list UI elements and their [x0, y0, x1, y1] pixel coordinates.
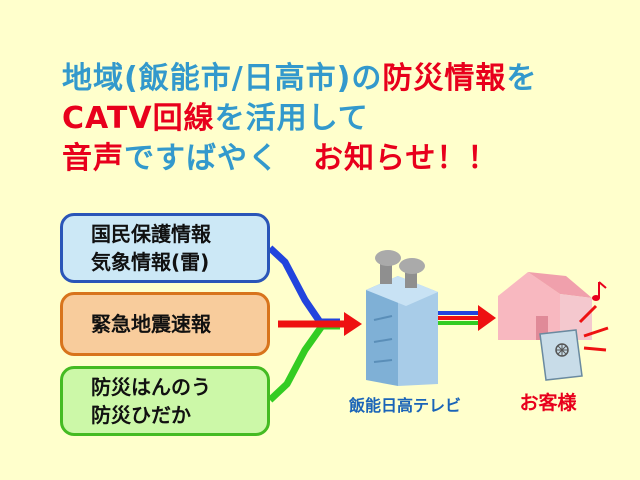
source-line: 防災はんのう	[91, 375, 211, 399]
sound-waves-icon	[578, 304, 609, 352]
headline-catv: CATV回線	[62, 101, 215, 136]
green-arrow	[267, 322, 340, 403]
headline-voice: 音声	[62, 141, 124, 176]
customer-label: お客様	[519, 392, 577, 414]
headline-line-1: 地域(飯能市/日高市)の防災情報を	[62, 60, 537, 98]
headline-notify: お知らせ！！	[313, 141, 499, 176]
source-line: 防災ひだか	[91, 403, 191, 427]
blue-arrow	[267, 245, 340, 326]
red-arrow	[278, 312, 362, 336]
tv-station-label: 飯能日高テレビ	[348, 396, 461, 415]
tv-station-building-icon	[366, 250, 438, 386]
source-line: 気象情報(雷)	[91, 250, 210, 274]
source-line: 国民保護情報	[91, 222, 211, 246]
headline-line-2: CATV回線を活用して	[62, 100, 369, 138]
headline-region-text: 地域(飯能市/日高市)の	[62, 61, 383, 96]
house-icon	[498, 272, 592, 340]
source-box-earthquake: 緊急地震速報	[60, 292, 270, 356]
source-box-national-protection: 国民保護情報 気象情報(雷)	[60, 213, 270, 283]
headline-disaster-info: 防災情報	[382, 61, 507, 96]
source-box-local-disaster: 防災はんのう 防災ひだか	[60, 366, 270, 436]
speaker-icon	[539, 329, 583, 381]
headline-particle: を	[506, 61, 538, 96]
music-note-icon	[592, 281, 607, 301]
source-line: 緊急地震速報	[91, 312, 211, 336]
headline-quickly: ですばやく	[124, 141, 279, 176]
headline-utilize: を活用して	[214, 101, 369, 136]
output-arrow	[434, 305, 496, 331]
headline-line-3: 音声ですばやくお知らせ！！	[62, 140, 498, 178]
